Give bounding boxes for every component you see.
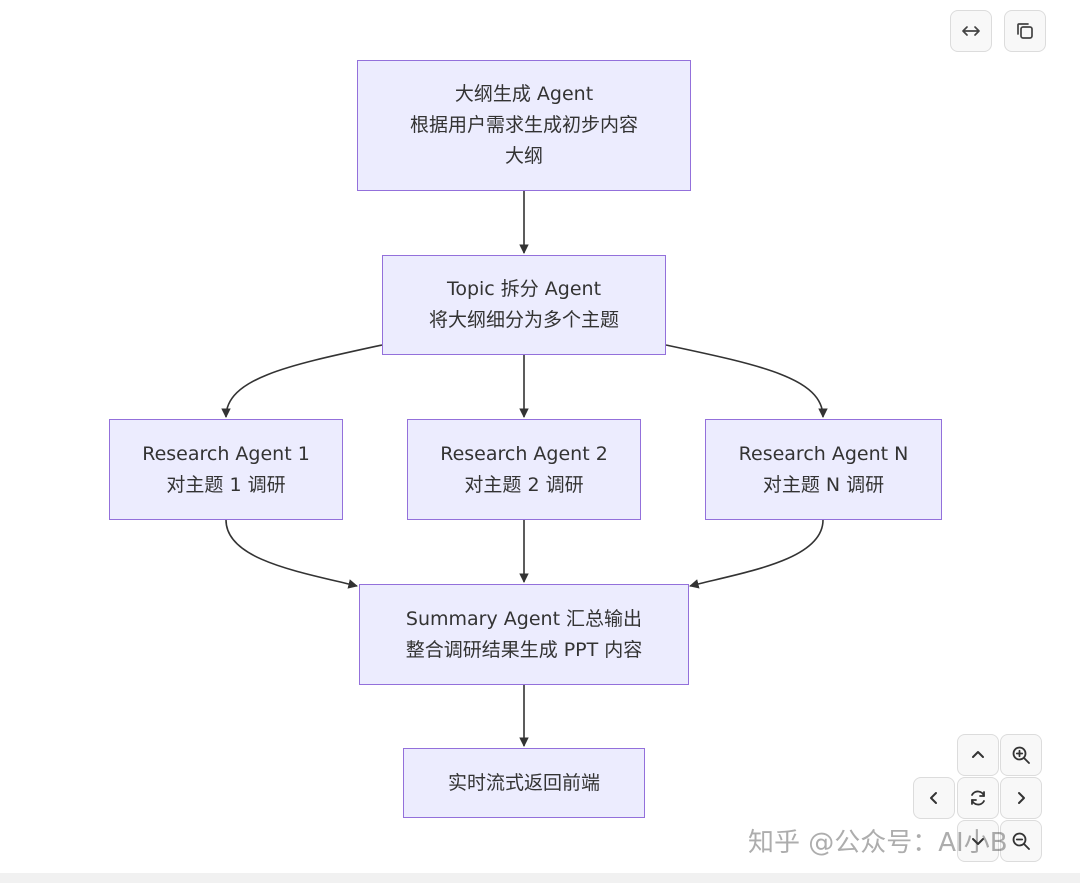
node-research-agent-n-desc: 对主题 N 调研 (762, 473, 885, 496)
edge-research1-to-summary (225, 519, 358, 589)
node-summary-agent: Summary Agent 汇总输出 整合调研结果生成 PPT 内容 (359, 584, 689, 685)
node-outline-agent-desc-cont: 大纲 (504, 145, 543, 167)
node-topic-agent: Topic 拆分 Agent 将大纲细分为多个主题 (382, 255, 666, 355)
node-research-agent-1: Research Agent 1 对主题 1 调研 (109, 419, 343, 520)
expand-width-button[interactable] (950, 10, 992, 52)
zoom-in-button[interactable] (1000, 734, 1042, 776)
bottom-edge-bar (0, 873, 1080, 883)
pan-up-icon (972, 751, 984, 758)
node-realtime-stream-label: 实时流式返回前端 (447, 771, 600, 794)
pan-right-icon (1018, 792, 1025, 804)
node-topic-agent-desc: 将大纲细分为多个主题 (428, 309, 619, 331)
node-research-agent-n: Research Agent N 对主题 N 调研 (705, 419, 942, 520)
node-research-agent-1-title: Research Agent 1 (142, 442, 310, 465)
node-topic-agent-title: Topic 拆分 Agent (446, 278, 602, 300)
node-research-agent-1-desc: 对主题 1 调研 (166, 473, 286, 496)
edge-topic-to-researchN (665, 344, 828, 418)
pan-left-icon (930, 792, 937, 804)
pan-down-button[interactable] (957, 820, 999, 862)
node-research-agent-2-title: Research Agent 2 (440, 442, 608, 465)
pan-right-button[interactable] (1000, 777, 1042, 819)
pan-down-icon (972, 838, 984, 845)
node-summary-agent-desc: 整合调研结果生成 PPT 内容 (405, 638, 643, 661)
watermark: 知乎 @公众号：AI小B (748, 828, 1008, 858)
zoom-out-button[interactable] (1000, 820, 1042, 862)
node-summary-agent-title: Summary Agent 汇总输出 (405, 607, 643, 630)
node-research-agent-n-title: Research Agent N (738, 442, 909, 465)
expand-horizontal-icon (962, 26, 980, 36)
edge-topic-to-research1 (221, 344, 383, 418)
node-outline-agent: 大纲生成 Agent 根据用户需求生成初步内容 大纲 (357, 60, 691, 191)
copy-button[interactable] (1004, 10, 1046, 52)
zoom-out-icon (1012, 832, 1030, 850)
node-realtime-stream: 实时流式返回前端 (403, 748, 645, 818)
node-research-agent-2: Research Agent 2 对主题 2 调研 (407, 419, 641, 520)
copy-icon (1017, 23, 1033, 39)
node-outline-agent-desc: 根据用户需求生成初步内容 (409, 114, 638, 136)
reset-view-button[interactable] (957, 777, 999, 819)
zoom-in-icon (1012, 746, 1030, 764)
node-research-agent-2-desc: 对主题 2 调研 (464, 473, 584, 496)
node-outline-agent-title: 大纲生成 Agent (454, 83, 594, 105)
pan-up-button[interactable] (957, 734, 999, 776)
edge-researchN-to-summary (689, 519, 824, 589)
reset-view-icon (971, 790, 985, 806)
pan-left-button[interactable] (913, 777, 955, 819)
